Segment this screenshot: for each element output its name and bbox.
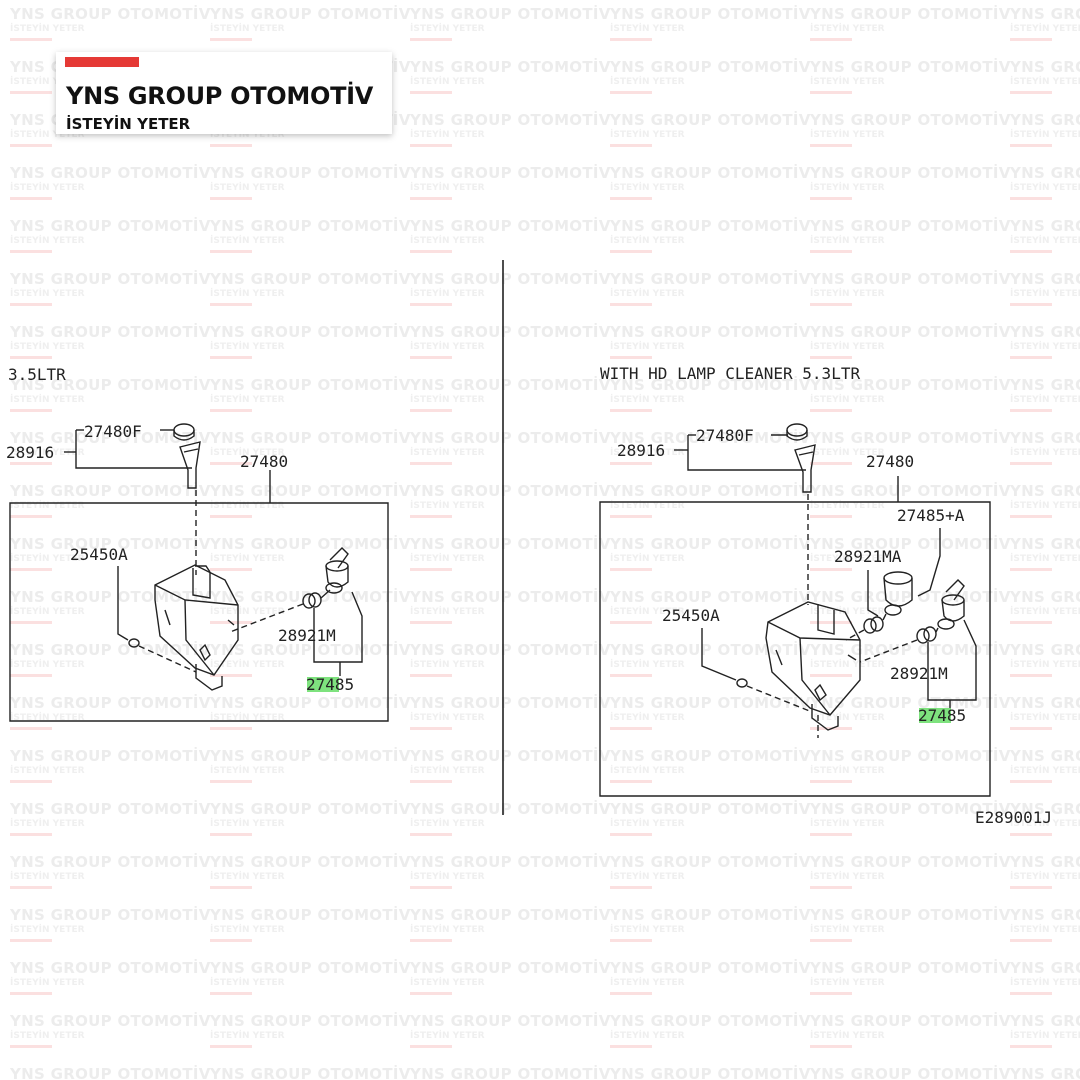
logo-accent-bar bbox=[65, 57, 139, 67]
right-grommet bbox=[736, 678, 748, 688]
right-washer-tank bbox=[765, 601, 861, 731]
right-pump-highlight bbox=[919, 708, 951, 723]
right-pump-seal-a bbox=[863, 616, 884, 634]
right-frame bbox=[599, 501, 991, 797]
right-pump bbox=[937, 579, 965, 630]
left-filler-neck bbox=[179, 441, 201, 489]
left-label-pump-seal: 28921M bbox=[278, 626, 336, 645]
right-label-cap: 27480F bbox=[696, 426, 754, 445]
right-assembly: WITH HD LAMP CLEANER 5.3LTR 27480F 28916… bbox=[599, 364, 1052, 827]
right-label-pump: 27485 bbox=[918, 706, 966, 725]
right-label-grommet: 25450A bbox=[662, 606, 720, 625]
left-assembly: 3.5LTR 27480F 28916 25450A bbox=[6, 365, 389, 722]
left-pump-seal bbox=[302, 592, 322, 609]
left-pump-highlight bbox=[307, 677, 339, 692]
left-washer-tank bbox=[154, 564, 239, 691]
logo-title: YNS GROUP OTOMOTİV bbox=[66, 82, 374, 110]
right-pump-a bbox=[883, 571, 913, 616]
logo-subtitle: İSTEYİN YETER bbox=[66, 115, 191, 133]
left-label-grommet: 25450A bbox=[70, 545, 128, 564]
left-pump bbox=[325, 547, 349, 594]
left-cap bbox=[173, 423, 195, 437]
right-label-filler: 28916 bbox=[617, 441, 665, 460]
right-header: WITH HD LAMP CLEANER 5.3LTR bbox=[600, 364, 860, 383]
left-grommet bbox=[128, 638, 140, 648]
right-filler-neck bbox=[794, 444, 816, 493]
left-frame bbox=[9, 502, 389, 722]
right-label-pump-seal-a: 28921MA bbox=[834, 547, 902, 566]
right-label-tank: 27480 bbox=[866, 452, 914, 471]
right-label-pump-a: 27485+A bbox=[897, 506, 965, 525]
left-label-filler: 28916 bbox=[6, 443, 54, 462]
left-label-cap: 27480F bbox=[84, 422, 142, 441]
left-header: 3.5LTR bbox=[8, 365, 66, 384]
brand-logo-card: YNS GROUP OTOMOTİV İSTEYİN YETER bbox=[56, 52, 392, 134]
diagram-code: E289001J bbox=[975, 808, 1052, 827]
right-pump-seal bbox=[916, 626, 937, 644]
left-label-tank: 27480 bbox=[240, 452, 288, 471]
right-cap bbox=[786, 423, 808, 437]
left-label-pump: 27485 bbox=[306, 675, 354, 694]
right-label-pump-seal: 28921M bbox=[890, 664, 948, 683]
